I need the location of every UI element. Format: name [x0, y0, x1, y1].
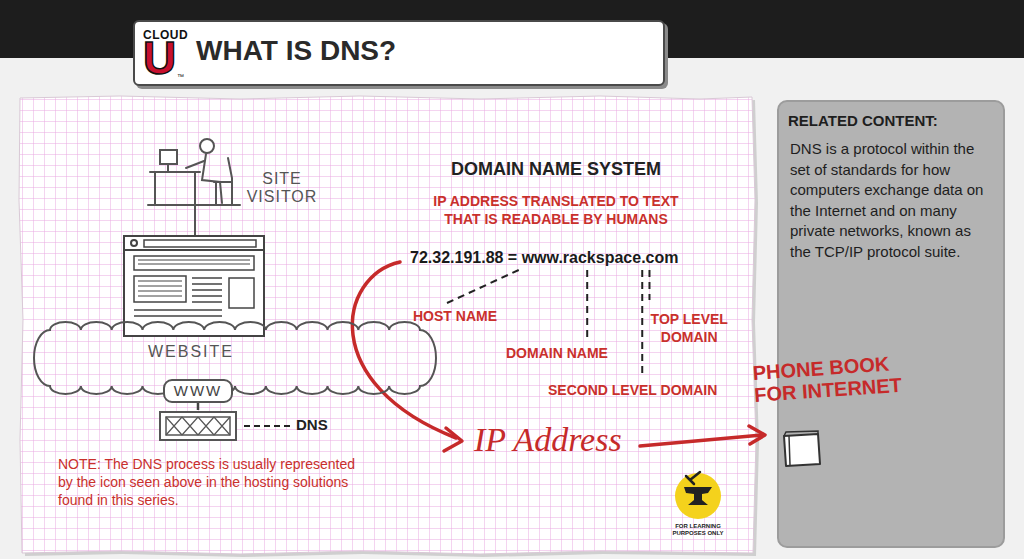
label-holder: FOR LEARNING PURPOSES ONLY: [670, 523, 726, 537]
logo-letter: U: [143, 35, 176, 81]
book-icon: [780, 430, 826, 470]
dns-icon: [166, 417, 182, 435]
section-subtitle: IP ADDRESS TRANSLATED TO TEXT THAT IS RE…: [424, 192, 688, 228]
dns-icon: [214, 417, 230, 435]
phone-book: PHONE BOOK FOR INTERNET: [752, 362, 927, 470]
label-holder: ™: [177, 73, 184, 81]
part-label: TOP LEVEL DOMAIN: [647, 310, 731, 346]
cloud-outline: [34, 322, 436, 394]
title-holder: WHAT IS DNS?: [196, 35, 396, 67]
label-holder: HOST NAME: [413, 308, 497, 325]
cloud-outline: [30, 318, 440, 398]
grid-paper: [19, 96, 756, 554]
panel-body: DNS is a protocol within the set of stan…: [788, 139, 993, 262]
book-icon: [784, 431, 818, 465]
dns-icon: [198, 417, 214, 435]
leader-line: [648, 270, 650, 300]
browser-window: [124, 236, 264, 336]
site-visitor-figure: [148, 139, 240, 236]
dns-icon: [182, 417, 198, 435]
related-panel: RELATED CONTENT: DNS is a protocol within…: [777, 100, 1005, 548]
leader-line: [586, 270, 588, 340]
example-address: 72.32.191.88 = www.rackspace.com: [410, 248, 678, 268]
label-holder: TOP LEVEL DOMAIN: [647, 310, 731, 346]
watermark: FOR LEARNING PURPOSES ONLY: [670, 523, 726, 537]
website-cloud: WEBSITE: [30, 318, 440, 398]
part-label: SECOND LEVEL DOMAIN: [548, 382, 717, 399]
dns-label: DNS: [296, 410, 328, 434]
label-holder: SITE VISITOR: [236, 170, 328, 206]
www-label: WWW: [174, 382, 222, 400]
cloud-label: WEBSITE: [148, 343, 234, 361]
handwritten-label: IP Address: [474, 421, 622, 459]
part-label: DOMAIN NAME: [506, 345, 608, 362]
learning-badge: [675, 472, 721, 519]
label-holder: IP Address: [474, 421, 622, 459]
panel-heading: RELATED CONTENT:: [788, 112, 993, 130]
dns-icon: [160, 412, 236, 440]
www-box: WWW: [163, 379, 233, 403]
label-holder: 72.32.191.88 = www.rackspace.com: [410, 248, 678, 268]
section-heading: DOMAIN NAME SYSTEM: [420, 158, 692, 180]
leader-line: [641, 270, 643, 377]
note-text: NOTE: The DNS process is usually represe…: [58, 455, 363, 509]
label-holder: IP ADDRESS TRANSLATED TO TEXT THAT IS RE…: [424, 192, 688, 228]
label-holder: DOMAIN NAME: [506, 345, 608, 362]
dns-icon: [158, 410, 294, 442]
dns-icon-box: DNS: [158, 410, 328, 434]
leader-line: [447, 270, 519, 303]
page-title: WHAT IS DNS?: [196, 35, 396, 67]
label-holder: SECOND LEVEL DOMAIN: [548, 382, 717, 399]
connector-line: [197, 403, 200, 410]
label-holder: DOMAIN NAME SYSTEM: [420, 158, 692, 180]
label-holder: U: [143, 35, 176, 81]
part-label: HOST NAME: [413, 308, 497, 325]
trademark-mark: ™: [177, 73, 184, 81]
label-holder: NOTE: The DNS process is usually represe…: [58, 455, 363, 509]
dns-icon: [166, 417, 230, 435]
leader-line: [244, 425, 290, 427]
figure-label: SITE VISITOR: [236, 170, 328, 206]
